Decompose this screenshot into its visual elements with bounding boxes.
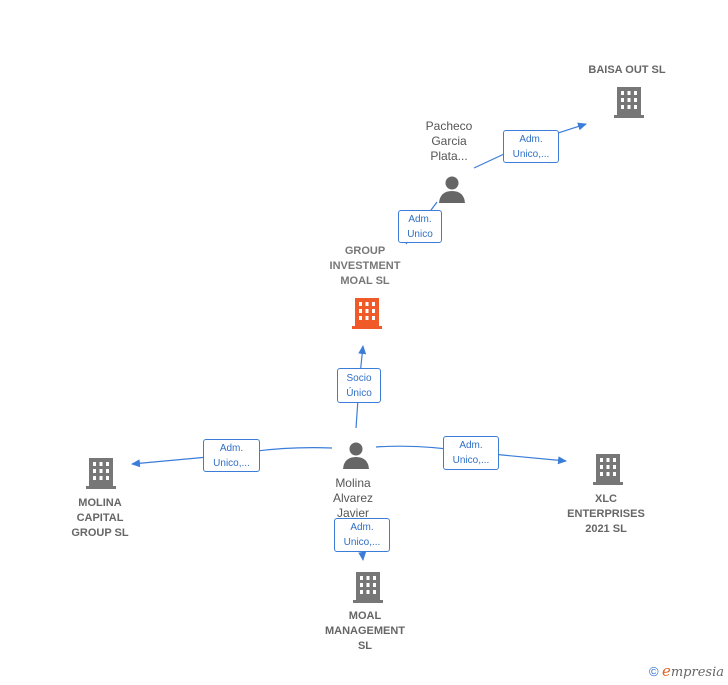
person-icon[interactable]: [437, 174, 467, 204]
node-label-pacheco[interactable]: Pacheco Garcia Plata...: [425, 119, 473, 163]
node-label-xlc[interactable]: XLC ENTERPRISES 2021 SL: [567, 493, 645, 535]
edge-label-molina-moal[interactable]: Adm. Unico,...: [334, 518, 390, 552]
footer-brand: © empresia: [649, 662, 724, 680]
node-label-moal-management[interactable]: MOAL MANAGEMENT SL: [324, 610, 406, 652]
node-label-group-investment[interactable]: GROUP INVESTMENT MOAL SL: [329, 245, 401, 287]
node-label-molina-capital[interactable]: MOLINA CAPITAL GROUP SL: [71, 497, 129, 539]
building-icon[interactable]: [86, 456, 116, 490]
building-icon[interactable]: [353, 570, 383, 604]
brand-logo-text: mpresia: [670, 665, 724, 680]
edge-label-group-pacheco[interactable]: Adm. Unico: [398, 210, 442, 243]
main-building-icon[interactable]: [352, 296, 382, 330]
edge-label-molina-xlc[interactable]: Adm. Unico,...: [443, 436, 499, 470]
edge-label-molina-capital[interactable]: Adm. Unico,...: [203, 439, 260, 472]
edge-label-pacheco-baisa[interactable]: Adm. Unico,...: [503, 130, 559, 163]
brand-logo-e: e: [661, 662, 671, 680]
person-icon[interactable]: [341, 440, 371, 470]
building-icon[interactable]: [614, 85, 644, 119]
node-label-baisa-out[interactable]: BAISA OUT SL: [588, 64, 666, 76]
copyright-icon: ©: [649, 664, 659, 679]
edge-label-molina-group[interactable]: Socio Único: [337, 368, 381, 403]
building-icon[interactable]: [593, 452, 623, 486]
node-label-molina-person[interactable]: Molina Alvarez Javier: [332, 476, 373, 520]
